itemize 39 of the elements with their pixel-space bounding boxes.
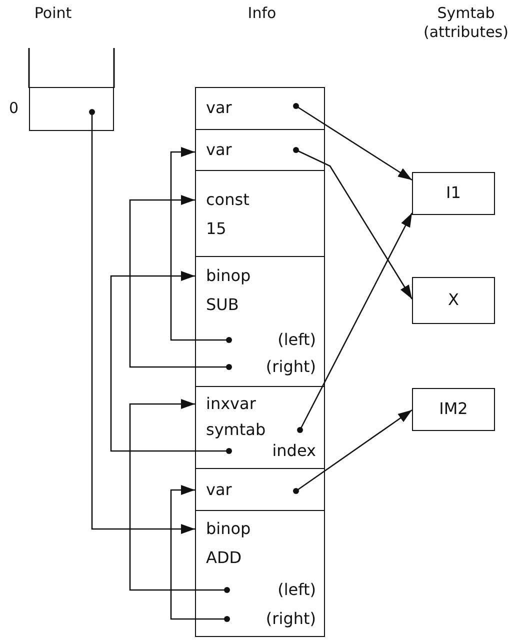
field-text: I1	[445, 182, 462, 202]
column-heading: Symtab (attributes)	[422, 4, 510, 42]
field-text: var	[206, 98, 232, 118]
field-text: binop	[206, 266, 251, 286]
field-text: binop	[206, 518, 251, 538]
column-heading: Info	[246, 4, 278, 23]
index-label: 0	[9, 99, 19, 118]
symbol-box	[412, 277, 495, 324]
field-text: SUB	[206, 294, 239, 314]
field-text: ADD	[206, 548, 242, 568]
field-text: var	[206, 140, 232, 160]
pointer-arrow	[296, 409, 412, 492]
pointer-arrow	[299, 212, 413, 430]
pointer-arrow	[170, 485, 227, 620]
pointer-arrow	[296, 149, 413, 300]
pointer-arrow	[296, 105, 412, 181]
symbol-box	[412, 172, 495, 215]
pointer-arrow	[170, 147, 229, 341]
stack-cell	[29, 87, 114, 131]
field-text: 15	[206, 218, 226, 238]
field-text: IM2	[438, 398, 469, 418]
pointer-arrow	[129, 195, 229, 368]
field-text: (left)	[278, 580, 316, 600]
field-text: (right)	[266, 608, 316, 628]
record-cell	[195, 510, 325, 637]
field-text: const	[206, 190, 250, 210]
pointer-arrow	[129, 399, 227, 591]
field-text: index	[272, 440, 316, 460]
field-text: var	[206, 480, 232, 500]
field-text: (right)	[266, 356, 316, 376]
symbol-box	[412, 388, 495, 431]
field-text: symtab	[206, 420, 266, 440]
column-heading: Point	[33, 4, 73, 23]
record-cell	[195, 170, 325, 257]
field-text: X	[447, 290, 460, 310]
pointer-arrow	[110, 271, 229, 452]
field-text: inxvar	[206, 394, 256, 414]
field-text: (left)	[278, 330, 316, 350]
pointer-arrow	[91, 112, 195, 534]
